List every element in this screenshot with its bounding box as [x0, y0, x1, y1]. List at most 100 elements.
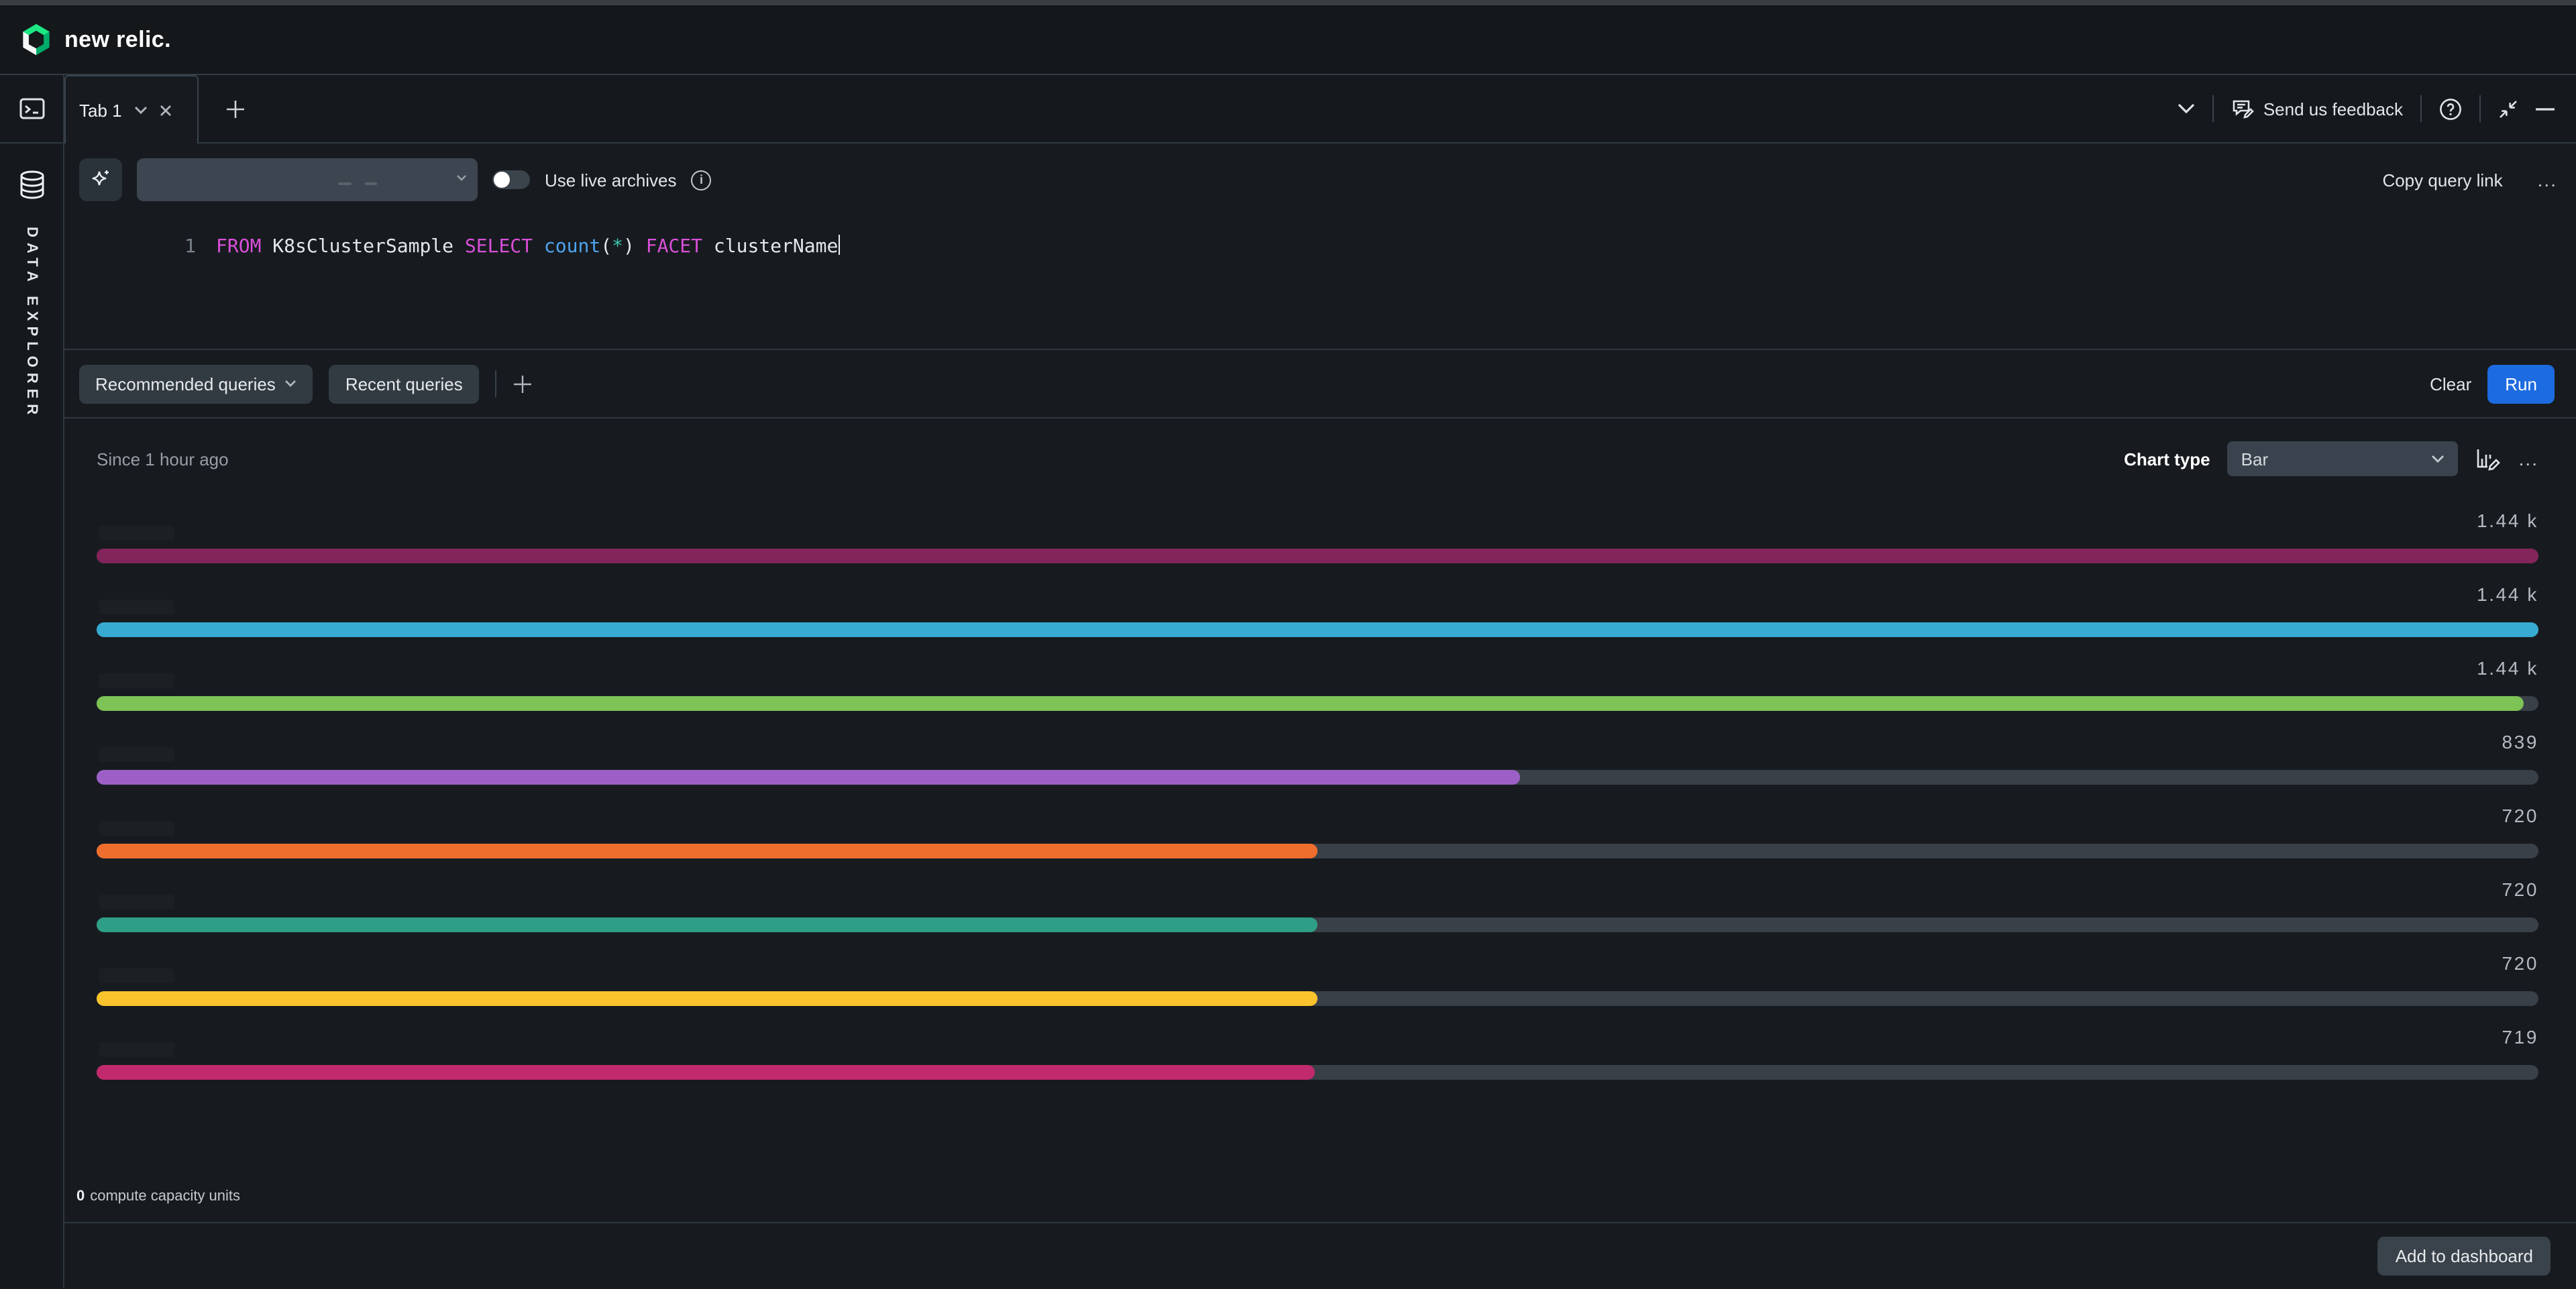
chart-type-label: Chart type [2124, 449, 2210, 469]
results-header: Since 1 hour ago Chart type Bar [97, 441, 2538, 476]
bar-fill[interactable] [97, 991, 1318, 1006]
bar-track [97, 696, 2538, 711]
bar-row: 839 [97, 722, 2538, 795]
clear-button[interactable]: Clear [2430, 374, 2472, 394]
editor-toolbar-right: Copy query link ... [2382, 169, 2557, 190]
bar-track [97, 549, 2538, 563]
edit-chart-icon[interactable] [2476, 447, 2502, 471]
bar-row: 720 [97, 943, 2538, 1017]
nrql-query-text: FROM K8sClusterSample SELECT count(*) FA… [216, 233, 841, 260]
facet-label-redacted [99, 526, 174, 541]
bar-row: 1.44 k [97, 574, 2538, 648]
info-icon[interactable]: i [691, 170, 712, 190]
nrql-token: FROM [216, 236, 262, 258]
bar-value-label: 719 [2502, 1026, 2538, 1048]
bar-row: 720 [97, 795, 2538, 869]
tab-bar: Tab 1 [64, 75, 2576, 144]
bar-fill[interactable] [97, 844, 1318, 858]
divider [2212, 95, 2214, 122]
tab-label: Tab 1 [79, 100, 122, 120]
text-cursor [838, 235, 841, 255]
sidebar-title-vertical: DATA EXPLORER [23, 227, 40, 421]
live-archives-toggle[interactable] [492, 170, 530, 189]
panel-chevron-down-icon[interactable] [2178, 103, 2195, 114]
chart-type-select[interactable]: Bar [2227, 441, 2459, 476]
help-icon[interactable] [2439, 97, 2462, 120]
bar-value-label: 1.44 k [2477, 510, 2538, 531]
run-button[interactable]: Run [2487, 364, 2555, 403]
time-range-label: Since 1 hour ago [97, 449, 229, 469]
toggle-knob [494, 172, 510, 188]
ai-sparkle-icon[interactable] [79, 158, 122, 201]
nrql-token: FACET [645, 236, 703, 258]
facet-label-redacted [99, 673, 174, 688]
bar-fill[interactable] [97, 770, 1521, 785]
nrql-token: count [543, 236, 601, 258]
send-feedback-button[interactable]: Send us feedback [2231, 98, 2403, 119]
nrql-token [533, 236, 544, 258]
main-layout: DATA EXPLORER Tab 1 [0, 75, 2576, 1288]
chevron-down-icon [285, 380, 297, 388]
new-tab-button[interactable] [199, 75, 272, 142]
footer-bar: Add to dashboard [64, 1222, 2576, 1288]
facet-label-redacted [99, 895, 174, 909]
recommended-queries-button[interactable]: Recommended queries [79, 364, 313, 403]
copy-query-link-button[interactable]: Copy query link [2382, 170, 2503, 190]
redacted-text [365, 182, 377, 185]
query-actions-bar: Recommended queries Recent queries Clear… [64, 350, 2576, 418]
tab-chevron-down-icon[interactable] [134, 106, 148, 114]
database-icon[interactable] [18, 170, 45, 200]
bar-value-label: 839 [2502, 731, 2538, 752]
nrql-token: SELECT [464, 236, 533, 258]
facet-label-redacted [99, 747, 174, 762]
minimize-icon[interactable] [2536, 107, 2555, 111]
content-column: Tab 1 [64, 75, 2576, 1288]
nrql-token: clusterName [702, 236, 839, 258]
add-query-icon[interactable] [513, 374, 533, 394]
collapse-panel-icon[interactable] [2498, 99, 2518, 119]
capacity-value: 0 [76, 1188, 85, 1204]
tab-tab1[interactable]: Tab 1 [64, 75, 199, 144]
tab-actions: Send us feedback [2178, 75, 2576, 142]
bar-track [97, 844, 2538, 858]
chart-type-value: Bar [2241, 449, 2269, 469]
query-more-menu-icon[interactable]: ... [2537, 169, 2557, 190]
recent-queries-button[interactable]: Recent queries [329, 364, 479, 403]
live-archives-label: Use live archives [545, 170, 677, 190]
divider [2479, 95, 2481, 122]
bar-fill[interactable] [97, 549, 2538, 563]
bar-fill[interactable] [97, 622, 2538, 637]
capacity-text: compute capacity units [90, 1188, 241, 1204]
tab-close-icon[interactable] [160, 104, 172, 116]
add-to-dashboard-button[interactable]: Add to dashboard [2377, 1236, 2551, 1275]
editor-toolbar: Use live archives i Copy query link ... [79, 158, 2557, 201]
divider [494, 370, 496, 397]
nrql-code-line[interactable]: 1 FROM K8sClusterSample SELECT count(*) … [79, 233, 2557, 260]
bar-fill[interactable] [97, 917, 1318, 932]
bar-value-label: 1.44 k [2477, 583, 2538, 605]
select-chevron-icon [2432, 455, 2445, 463]
query-console-icon[interactable] [18, 95, 45, 122]
new-relic-logo-icon [21, 23, 51, 56]
brand-name: new relic. [64, 26, 171, 52]
facet-label-redacted [99, 600, 174, 614]
sidebar-body: DATA EXPLORER [18, 144, 45, 420]
feedback-icon [2231, 98, 2254, 119]
account-picker-chevron-icon [456, 174, 467, 181]
results-panel: Since 1 hour ago Chart type Bar [64, 418, 2576, 1222]
window-top-strip [0, 0, 2576, 5]
facet-label-redacted [99, 968, 174, 983]
redacted-text [338, 182, 352, 185]
chart-more-menu-icon[interactable]: ... [2518, 448, 2538, 469]
query-editor-panel: Use live archives i Copy query link ... … [64, 144, 2576, 350]
account-picker-select[interactable] [137, 158, 478, 201]
bar-track [97, 622, 2538, 637]
bar-value-label: 720 [2502, 805, 2538, 826]
bar-fill[interactable] [97, 1065, 1316, 1080]
recommended-queries-label: Recommended queries [95, 374, 276, 394]
bar-track [97, 1065, 2538, 1080]
bar-fill[interactable] [97, 696, 2524, 711]
nrql-token: ) [623, 236, 635, 258]
